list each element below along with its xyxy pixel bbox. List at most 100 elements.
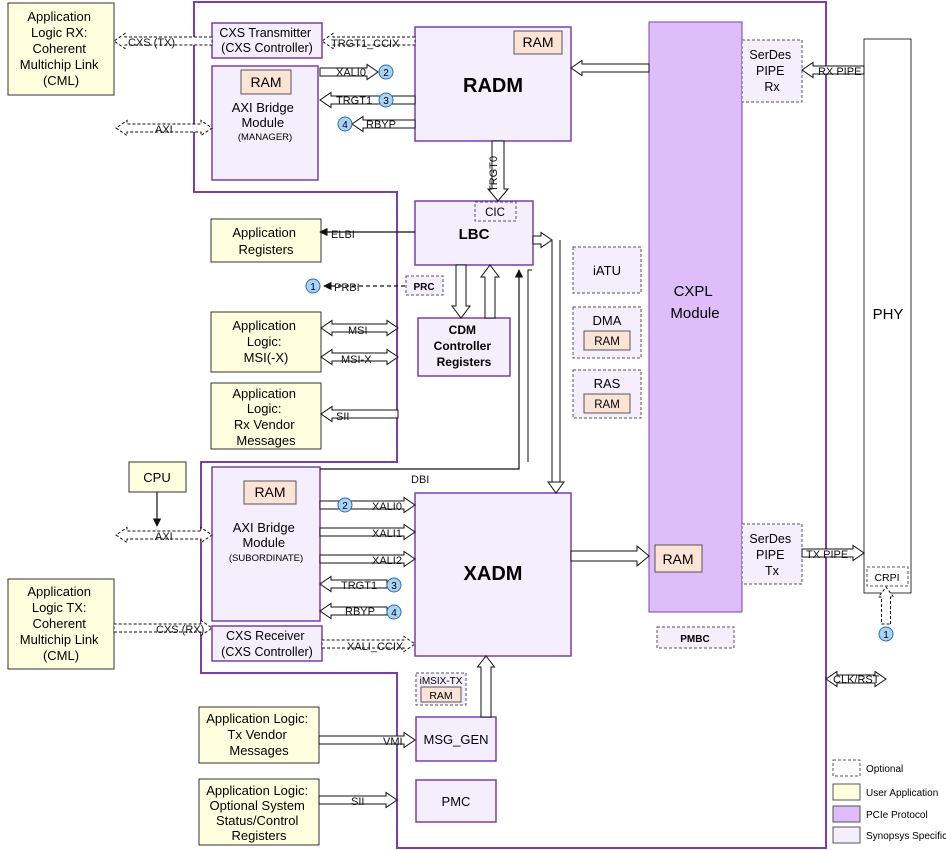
label-rbyp-top: RBYP [366,119,396,131]
arrow-cdm-to-lbc [480,264,500,319]
svg-text:PRC: PRC [413,282,434,293]
label-dbi: DBI [411,474,429,486]
label-xali1: XALI1 [372,528,402,540]
prc-block: PRC [405,275,444,296]
label-trgt1-bot: TRGT1 [341,580,377,592]
svg-text:Application Logic:: Application Logic: MSI(-X) [232,318,299,365]
svg-text:RAM: RAM [594,399,620,411]
svg-text:3: 3 [383,96,389,107]
svg-text:CIC: CIC [485,207,505,219]
cxs-transmitter-block: CXS Transmitter (CXS Controller) [211,22,323,59]
label-prbi: PRBI [334,282,360,294]
label-elbi: ELBI [331,229,355,241]
svg-text:MSG_GEN: MSG_GEN [423,732,488,747]
arrow-xali2 [319,550,416,568]
svg-text:RAM: RAM [254,484,285,500]
label-sii-tx: SII [351,796,364,808]
svg-text:PHY: PHY [873,306,904,323]
svg-text:CXS Receiver (CXS Contro: CXS Receiver (CXS Controller) [221,629,313,659]
label-xali-ccix: XALI_CCIX [347,641,404,653]
arrow-rx-pipe [801,61,865,79]
svg-text:PMBC: PMBC [680,634,709,645]
label-xali0-top: XALI0 [336,67,366,79]
serdes-tx-block: SerDes PIPE Tx [741,523,803,585]
arrow-msi [320,319,399,337]
svg-text:iMSIX-TX: iMSIX-TX [420,676,463,687]
svg-text:Application Logic: Optio: Application Logic: Optional System Statu… [206,783,312,843]
phy-block: PHY [863,38,912,594]
arrow-cxs-tx [113,32,213,50]
app-tx-cml-box: Application Logic TX: Coherent Multichip… [7,578,115,670]
arrow-xali-ccix [321,635,416,653]
svg-text:CRPI: CRPI [874,572,899,584]
svg-text:CXPL Module: CXPL Module [670,283,719,322]
svg-text:iATU: iATU [593,263,621,278]
app-rx-cml-box: Application Logic RX: Coherent Multichip… [7,2,115,96]
badge-1-crpi: 1 [878,626,894,642]
arrow-rbyp-bot [319,602,388,620]
label-cxs-tx: CXS (TX) [128,37,175,49]
svg-text:RAM: RAM [522,34,553,50]
cpu-box: CPU [128,461,187,493]
label-trgt1-top: TRGT1 [336,95,372,107]
label-axi-top: AXI [155,124,173,136]
badge-4-bot: 4 [386,604,402,620]
svg-text:1: 1 [883,630,889,641]
label-cxs-rx: CXS (RX) [156,624,204,636]
app-status-regs-box: Application Logic: Optional System Statu… [198,778,320,846]
svg-text:PMC: PMC [442,794,471,809]
label-msi: MSI [348,325,368,337]
svg-text:Application Logic RX:: Application Logic RX: Coherent Multichip… [20,9,102,88]
axi-bridge-manager-block: RAM AXI Bridge Module (MANAGER) [211,65,319,181]
route-dbi-lbc [527,269,532,462]
svg-text:4: 4 [391,608,397,619]
cxpl-module: CXPL Module [648,21,743,613]
svg-text:Optional: Optional [866,764,903,775]
badge-2-top: 2 [378,64,394,80]
label-trgt1-ccix: TRGT1_CCIX [331,38,400,50]
label-msix: MSI-X [341,354,372,366]
arrowhead-lbc-xadm [547,481,565,494]
cxpl-ram: RAM [654,544,703,573]
app-tx-vendor-box: Application Logic: Tx Vendor Messages [198,706,320,764]
arrow-xali1 [319,523,416,541]
label-trgt0: TRGT0 [488,156,500,192]
label-xali0-bot: XALI0 [372,501,402,513]
arrow-msg-to-xadm [476,655,496,718]
serdes-rx-block: SerDes PIPE Rx [741,39,803,103]
svg-text:RAM: RAM [250,74,281,90]
arrow-sii-rx [320,405,399,423]
label-clk-rst: CLK/RST [833,674,880,686]
ras-block: RAS RAM [572,369,642,419]
core-outline [193,1,827,849]
arrow-sii-tx [318,791,398,809]
app-registers-box: Application Registers [210,218,322,263]
svg-text:RAM: RAM [594,336,620,348]
cxs-receiver-block: CXS Receiver (CXS Controller) [211,625,323,662]
svg-text:User Application: User Application [866,788,938,799]
arrow-msix [320,348,399,366]
arrow-crpi [877,586,895,625]
svg-text:CDM Controller Reg: CDM Controller Registers [434,323,495,369]
xadm-block: XADM [414,492,572,657]
svg-text:Synopsys Specific: Synopsys Specific [866,831,946,842]
arrow-xadm-to-cxpl [570,544,650,568]
crpi-block: CRPI [866,566,909,587]
label-tx-pipe: TX PIPE [806,549,848,561]
badge-2-bot: 2 [337,497,353,513]
arrow-vmi [318,731,416,749]
svg-text:SerDes PIPE Tx: SerDes PIPE Tx [749,532,794,578]
radm-block: RAM RADM [414,26,572,142]
svg-text:CPU: CPU [143,470,170,485]
arrow-clk-rst [825,670,887,688]
arrow-radm-from-cxpl [570,59,650,77]
svg-text:RAS: RAS [594,376,621,391]
dma-block: DMA RAM [572,306,642,359]
arrow-rbyp-top [351,115,416,133]
cdm-block: CDM Controller Registers [417,317,511,377]
svg-text:2: 2 [342,501,348,512]
badge-3-top: 3 [378,92,394,108]
arrow-axi-bot [115,526,213,544]
msg-gen-block: MSG_GEN [415,716,497,762]
svg-text:AXI Bridge Module: AXI Bridge Module (SUBORDINATE) [229,519,303,564]
